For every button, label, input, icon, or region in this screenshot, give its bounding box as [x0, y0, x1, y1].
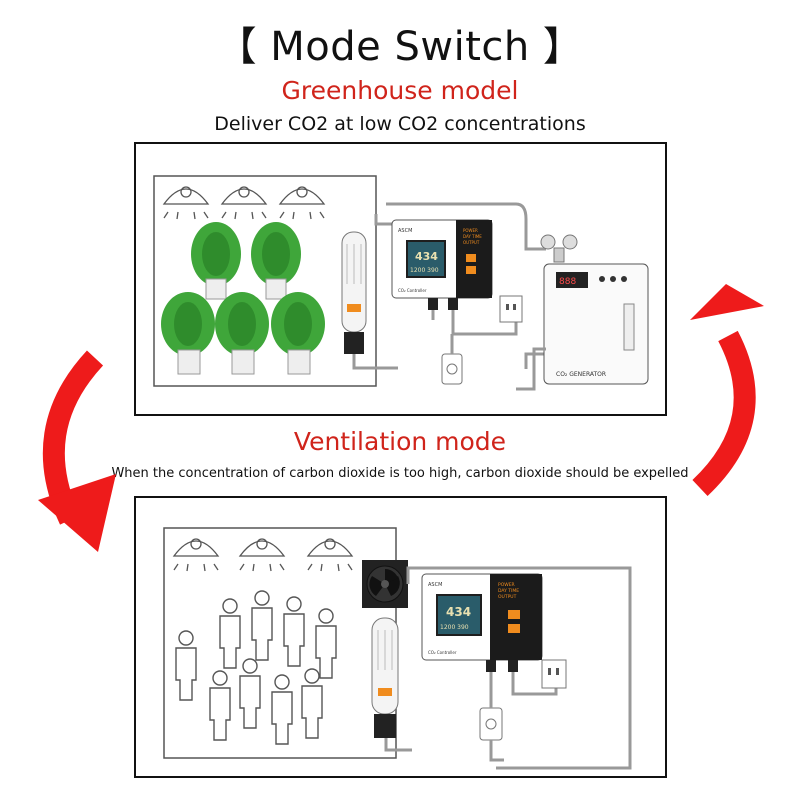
- lamp-icon: [238, 538, 286, 572]
- lamp-icon: [306, 538, 354, 572]
- generator-label: CO₂ GENERATOR: [556, 371, 606, 378]
- greenhouse-room: [153, 175, 377, 387]
- controller-reading-sub: 1200 390: [410, 267, 439, 274]
- generator-display: 888: [559, 277, 576, 287]
- lamp-icon: [162, 186, 210, 220]
- plug-icon: [441, 353, 463, 385]
- person-icon: [301, 668, 323, 739]
- outlet-icon: [499, 295, 523, 323]
- controller-brand: ASCM: [428, 582, 442, 588]
- person-icon: [271, 674, 293, 745]
- person-icon: [219, 598, 241, 669]
- person-icon: [283, 596, 305, 667]
- refresh-arrow-icon: [690, 284, 764, 496]
- controller-menu-power: POWER: [498, 582, 515, 588]
- controller-menu-output: OUTPUT: [463, 240, 480, 245]
- person-icon: [315, 608, 337, 679]
- person-icon: [175, 630, 197, 701]
- plant-icon: [161, 292, 215, 375]
- controller-reading-main: 434: [415, 250, 438, 263]
- co2-controller: ASCM 434 1200 390 POWER DAY TIME OUTPUT …: [391, 219, 493, 310]
- fan-icon: [362, 560, 408, 608]
- co2-controller: ASCM 434 1200 390 POWER DAY TIME OUTPUT …: [421, 573, 543, 672]
- controller-menu-daytime: DAY TIME: [463, 234, 482, 239]
- controller-menu-daytime: DAY TIME: [498, 588, 519, 594]
- person-icon: [239, 658, 261, 729]
- controller-reading-sub: 1200 390: [440, 624, 469, 631]
- plug-icon: [479, 707, 503, 741]
- co2-generator: 888 CO₂ GENERATOR: [543, 263, 649, 385]
- controller-menu-output: OUTPUT: [498, 594, 517, 600]
- ventilation-diagram-panel: ASCM 434 1200 390 POWER DAY TIME OUTPUT …: [134, 496, 667, 778]
- outlet-icon: [541, 659, 567, 689]
- controller-menu-power: POWER: [463, 228, 478, 233]
- person-icon: [251, 590, 273, 661]
- greenhouse-heading: Greenhouse model: [281, 76, 519, 105]
- lamp-icon: [220, 186, 268, 220]
- controller-label: CO₂ Controller: [428, 650, 457, 655]
- plant-icon: [191, 222, 241, 300]
- sensor-icon: [371, 617, 399, 738]
- ventilation-room: [163, 527, 397, 759]
- controller-label: CO₂ Controller: [398, 288, 427, 293]
- plant-icon: [251, 222, 301, 300]
- page-title: 【 Mode Switch 】: [216, 24, 584, 70]
- greenhouse-description: Deliver CO2 at low CO2 concentrations: [214, 113, 586, 135]
- lamp-icon: [172, 538, 220, 572]
- ventilation-heading: Ventilation mode: [293, 427, 507, 456]
- controller-brand: ASCM: [398, 228, 412, 234]
- valve-icon: [540, 234, 578, 263]
- plant-icon: [215, 292, 269, 375]
- lamp-icon: [278, 186, 326, 220]
- ventilation-description: When the concentration of carbon dioxide…: [111, 466, 689, 481]
- greenhouse-diagram-panel: ASCM 434 1200 390 POWER DAY TIME OUTPUT …: [134, 142, 667, 416]
- plant-icon: [271, 292, 325, 375]
- sensor-icon: [341, 231, 367, 354]
- person-icon: [209, 670, 231, 741]
- controller-reading-main: 434: [446, 605, 471, 619]
